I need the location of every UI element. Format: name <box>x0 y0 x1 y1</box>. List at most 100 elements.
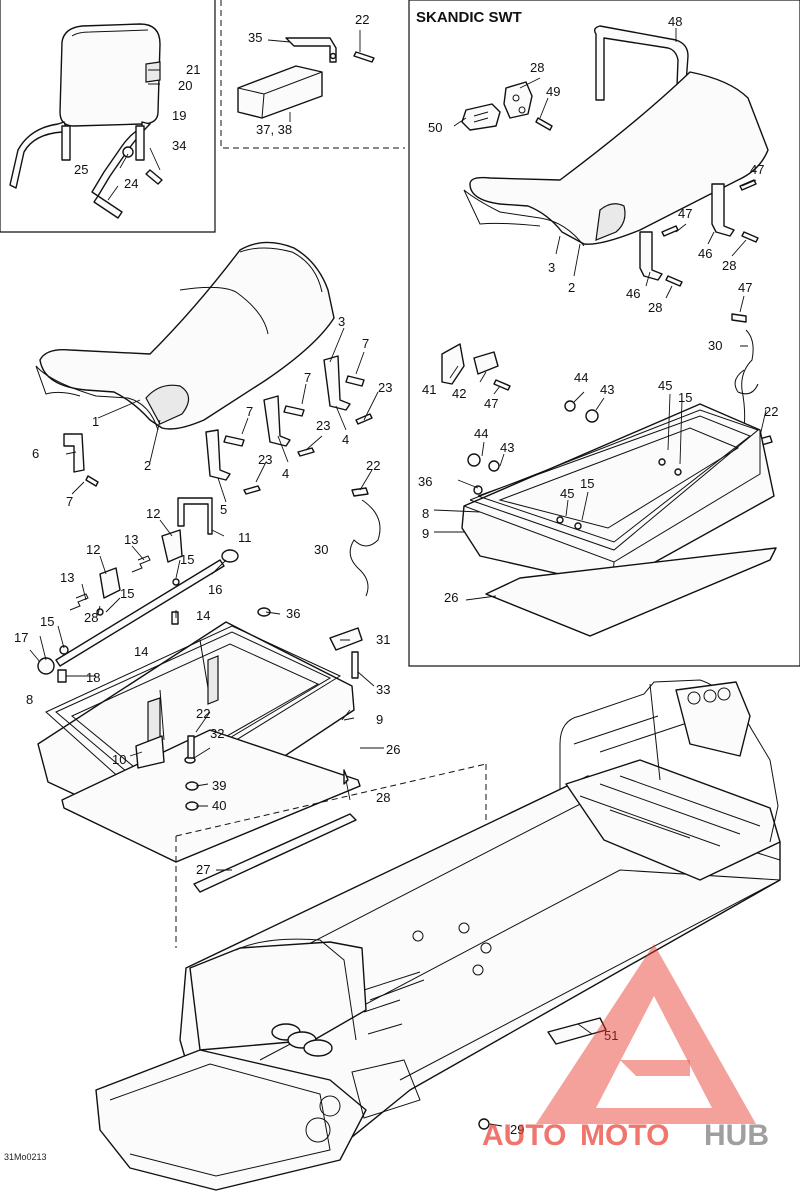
callout-10: 10 <box>112 752 126 767</box>
callout-3-swt: 3 <box>548 260 555 275</box>
watermark-hub: HUB <box>704 1119 769 1152</box>
callout-44-a: 44 <box>574 370 588 385</box>
callout-42: 42 <box>452 386 466 401</box>
callout-2: 2 <box>144 458 151 473</box>
callout-39: 39 <box>212 778 226 793</box>
callout-43-a: 43 <box>600 382 614 397</box>
callout-26: 26 <box>386 742 400 757</box>
callout-1: 1 <box>92 414 99 429</box>
callout-19: 19 <box>172 108 186 123</box>
callout-34: 34 <box>172 138 186 153</box>
callout-28-swt-top: 28 <box>530 60 544 75</box>
watermark-moto: MOTO <box>580 1119 669 1152</box>
callout-20: 20 <box>178 78 192 93</box>
callout-31: 31 <box>376 632 390 647</box>
callout-3: 3 <box>338 314 345 329</box>
callout-13-b: 13 <box>60 570 74 585</box>
callout-33: 33 <box>376 682 390 697</box>
callout-2-swt: 2 <box>568 280 575 295</box>
callout-21: 21 <box>186 62 200 77</box>
callout-30-swt: 30 <box>708 338 722 353</box>
section-title: SKANDIC SWT <box>416 9 522 26</box>
callout-7-d: 7 <box>66 494 73 509</box>
storage-cushion-parts <box>237 37 375 119</box>
callout-41: 41 <box>422 382 436 397</box>
latch-mechanism <box>37 497 381 683</box>
callout-28-d: 28 <box>84 610 98 625</box>
callout-23-b: 23 <box>316 418 330 433</box>
swt-seat-assembly <box>461 25 773 447</box>
callout-22-top: 22 <box>355 12 369 27</box>
callout-49: 49 <box>546 84 560 99</box>
callout-46-b: 46 <box>626 286 640 301</box>
callout-30: 30 <box>314 542 328 557</box>
callout-28-e: 28 <box>376 790 390 805</box>
callout-36-swt: 36 <box>418 474 432 489</box>
callout-7-b: 7 <box>304 370 311 385</box>
callout-12-b: 12 <box>86 542 100 557</box>
callout-4-a: 4 <box>342 432 349 447</box>
main-seat <box>35 241 335 431</box>
callout-47-a: 47 <box>750 162 764 177</box>
callout-32: 32 <box>210 726 224 741</box>
callout-7-a: 7 <box>362 336 369 351</box>
seat-brackets <box>63 355 373 497</box>
automotohub-watermark: AUTO MOTO HUB <box>482 944 769 1152</box>
callout-44-b: 44 <box>474 426 488 441</box>
callout-18: 18 <box>86 670 100 685</box>
callout-23-c: 23 <box>258 452 272 467</box>
callout-15-b: 15 <box>580 476 594 491</box>
callout-24: 24 <box>124 176 138 191</box>
callout-28-b: 28 <box>722 258 736 273</box>
callout-8: 8 <box>26 692 33 707</box>
watermark-triangle-icon <box>536 944 756 1124</box>
callout-7-c: 7 <box>246 404 253 419</box>
callout-27: 27 <box>196 862 210 877</box>
callout-46-a: 46 <box>698 246 712 261</box>
callout-40: 40 <box>212 798 226 813</box>
callout-8-swt: 8 <box>422 506 429 521</box>
swt-storage-box <box>441 343 777 637</box>
callout-47-b: 47 <box>678 206 692 221</box>
callout-22: 22 <box>366 458 380 473</box>
callout-37-38: 37, 38 <box>256 122 292 137</box>
callout-11: 11 <box>238 530 252 545</box>
callout-26-swt: 26 <box>444 590 458 605</box>
callout-36: 36 <box>286 606 300 621</box>
backrest-assembly <box>9 23 163 219</box>
chassis-frame <box>95 679 781 1191</box>
callout-6: 6 <box>32 446 39 461</box>
callout-13-a: 13 <box>124 532 138 547</box>
callout-9: 9 <box>376 712 383 727</box>
callout-29: 29 <box>510 1122 524 1137</box>
callout-43-b: 43 <box>500 440 514 455</box>
callout-47-c: 47 <box>738 280 752 295</box>
callout-28-c: 28 <box>648 300 662 315</box>
callout-22-swt: 22 <box>764 404 778 419</box>
drawing-code: 31Mo0213 <box>4 1152 47 1162</box>
watermark-mark-icon <box>620 1060 690 1076</box>
callout-14-a: 14 <box>196 608 210 623</box>
callout-15-c: 15 <box>180 552 194 567</box>
panel-frames <box>0 0 800 667</box>
watermark-auto: AUTO <box>482 1119 566 1152</box>
callout-45-a: 45 <box>658 378 672 393</box>
callout-45-b: 45 <box>560 486 574 501</box>
callout-48: 48 <box>668 14 682 29</box>
callout-47-d: 47 <box>484 396 498 411</box>
leader-lines <box>29 28 767 1127</box>
callout-15-a: 15 <box>678 390 692 405</box>
callout-4-b: 4 <box>282 466 289 481</box>
callout-9-swt: 9 <box>422 526 429 541</box>
callout-23-a: 23 <box>378 380 392 395</box>
callout-16: 16 <box>208 582 222 597</box>
callout-50: 50 <box>428 120 442 135</box>
callout-12-a: 12 <box>146 506 160 521</box>
callout-25: 25 <box>74 162 88 177</box>
callout-14-b: 14 <box>134 644 148 659</box>
callout-51: 51 <box>604 1028 618 1043</box>
callout-5: 5 <box>220 502 227 517</box>
callout-15-e: 15 <box>40 614 54 629</box>
callout-35: 35 <box>248 30 262 45</box>
